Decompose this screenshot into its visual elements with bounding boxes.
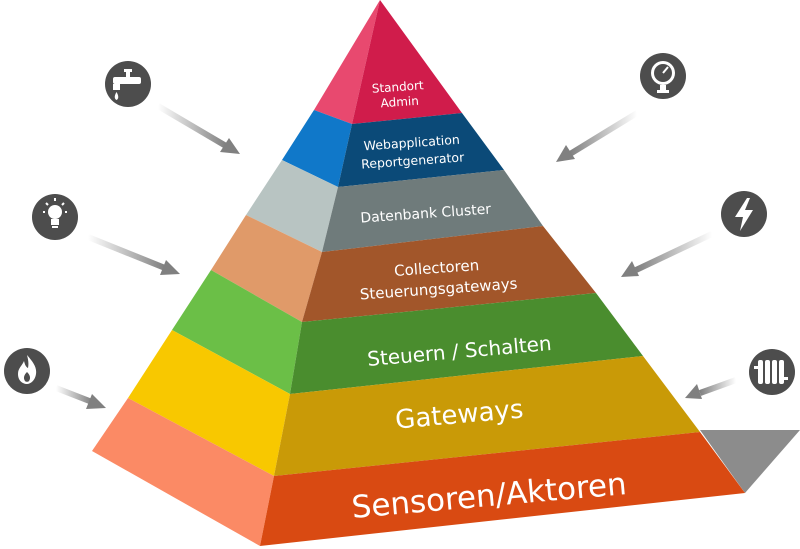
label-webapp-1: Webapplication [363, 132, 460, 154]
gas-flame-icon [4, 348, 50, 394]
tier-collectoren-side [211, 215, 322, 322]
water-tap-icon [105, 61, 151, 107]
arrow-radiator [685, 377, 738, 399]
tier-steuern-side [172, 270, 302, 394]
tier-webapp-front [338, 113, 504, 187]
tier-sensoren-side [92, 398, 274, 546]
tier-datenbank-front [322, 170, 543, 252]
tier-webapp-side [282, 110, 352, 187]
radiator-icon [749, 349, 795, 395]
label-webapp-2: Reportgenerator [361, 149, 466, 171]
pyramid-shadow [700, 430, 800, 493]
label-collectoren-1: Collectoren [394, 256, 480, 280]
tier-gateways-front [274, 356, 700, 476]
label-standort-2: Admin [380, 94, 419, 111]
tier-sensoren-front [260, 432, 745, 546]
arrow-gauge [556, 110, 639, 162]
arrow-bolt [621, 231, 714, 277]
tier-datenbank-side [246, 160, 338, 252]
tier-collectoren-front [302, 226, 596, 322]
tier-steuern-front [290, 293, 643, 394]
pressure-gauge-icon [640, 53, 686, 99]
arrow-bulb [86, 234, 180, 275]
lightning-bolt-icon [721, 191, 767, 237]
tier-standort-front [352, 0, 462, 124]
arrow-tap [156, 103, 240, 154]
tier-standort-side [314, 0, 380, 124]
label-standort-1: Standort [371, 78, 424, 96]
light-bulb-icon [32, 194, 78, 240]
tier-gateways-side [128, 330, 290, 476]
arrow-flame [54, 385, 106, 409]
